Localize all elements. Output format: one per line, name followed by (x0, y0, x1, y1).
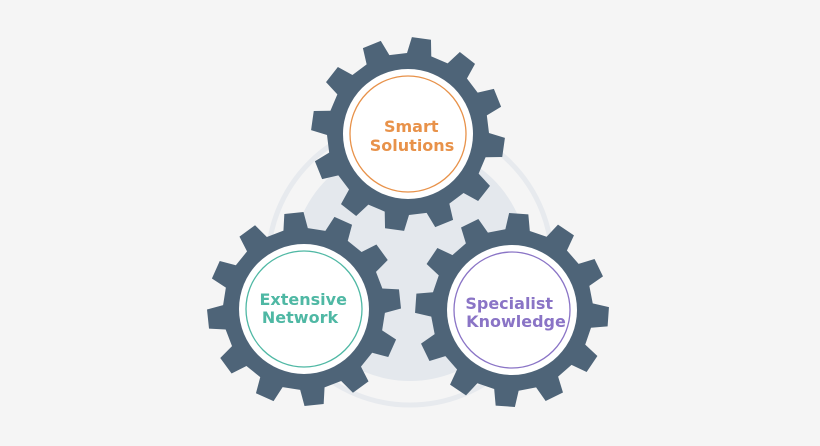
gear-inner-ring (453, 251, 571, 369)
gear-extensive-network: Extensive Network (207, 212, 401, 406)
gear-inner-ring (245, 250, 363, 368)
gear-label-specialist-knowledge: Specialist Knowledge (465, 294, 566, 331)
gear-label-line: Smart (384, 117, 439, 136)
gear-smart-solutions: Smart Solutions (311, 37, 505, 231)
gear-inner-ring (349, 75, 467, 193)
gear-label-line: Knowledge (466, 312, 566, 331)
gear-face (239, 244, 369, 374)
gear-label-smart-solutions: Smart Solutions (370, 117, 454, 155)
gear-label-line: Extensive (259, 290, 347, 309)
gear-label-line: Solutions (370, 136, 454, 155)
gear-label-line: Specialist (465, 294, 553, 313)
gear-label-extensive-network: Extensive Network (259, 290, 352, 327)
gear-face (447, 245, 577, 375)
gear-face (343, 69, 473, 199)
gear-label-line: Network (262, 308, 339, 327)
gear-specialist-knowledge: Specialist Knowledge (415, 213, 609, 407)
